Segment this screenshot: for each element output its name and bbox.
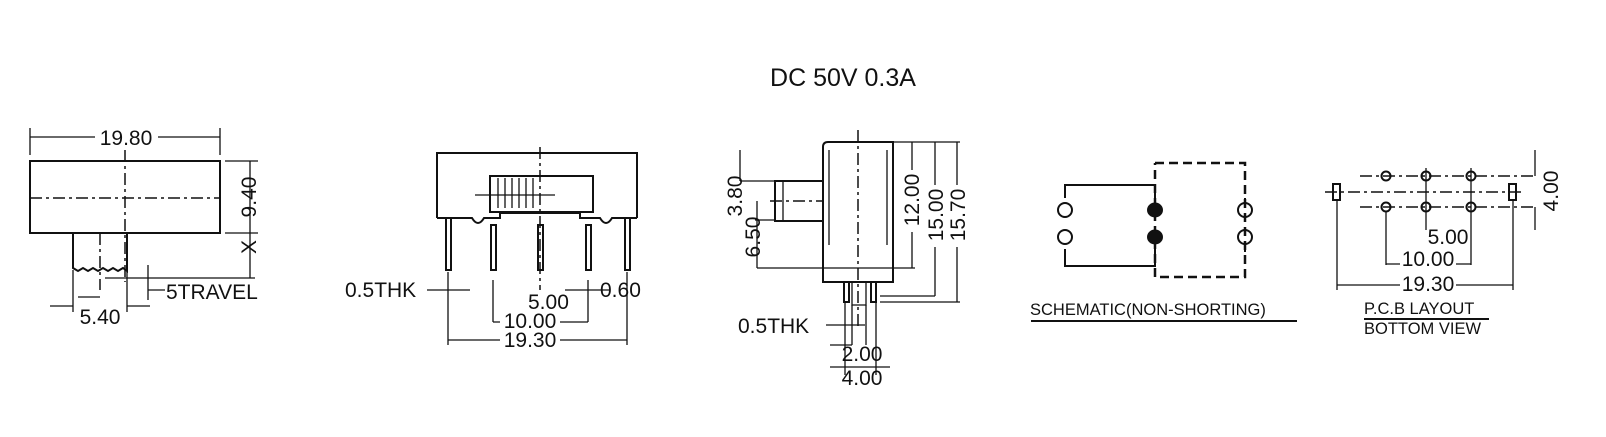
dim-total-height: 15.70 xyxy=(947,189,970,242)
pcb-pitch: 5.00 xyxy=(1428,226,1469,249)
pins xyxy=(445,217,631,271)
dim-pin-height: 15.00 xyxy=(925,189,948,242)
dim-actuator-width: 5.40 xyxy=(80,306,121,329)
dim-pin-width: 0.60 xyxy=(600,279,641,302)
pcb-caption-1: P.C.B LAYOUT xyxy=(1364,300,1474,318)
schematic-caption: SCHEMATIC(NON-SHORTING) xyxy=(1030,301,1266,319)
side-view: 19.80 9.40 X 5TRAVEL 5.40 xyxy=(29,127,261,329)
dim-body-height: 12.00 xyxy=(901,174,924,227)
common-contact xyxy=(1147,229,1163,245)
dim-actuator-offset: 6.50 xyxy=(742,217,765,258)
dim-width: 19.80 xyxy=(100,127,153,150)
front-view: 0.5THK 5.00 0.60 10.00 19.30 xyxy=(345,147,641,352)
dim-span-outer: 19.30 xyxy=(504,329,557,352)
pcb-caption-2: BOTTOM VIEW xyxy=(1364,320,1481,338)
dim-travel: 5TRAVEL xyxy=(166,281,258,304)
slider xyxy=(489,175,594,213)
dim-pitch: 5.00 xyxy=(528,291,569,314)
pcb-layout: 5.00 10.00 19.30 4.00 P.C.B LAYOUT BOTTO… xyxy=(1325,150,1563,338)
dim-x: X xyxy=(238,240,261,254)
end-view: 3.80 6.50 12.00 15.00 15.70 0.5THK 2.00 … xyxy=(724,130,970,390)
pcb-span-outer: 19.30 xyxy=(1402,273,1455,296)
pcb-span-inner: 10.00 xyxy=(1402,248,1455,271)
dim-end-thickness: 0.5THK xyxy=(738,315,809,338)
dim-pin-span: 4.00 xyxy=(842,367,883,390)
common-contact xyxy=(1147,202,1163,218)
dim-pin-gap: 2.00 xyxy=(842,343,883,366)
actuator xyxy=(72,233,128,273)
switch-body-front xyxy=(436,152,638,218)
dim-height: 9.40 xyxy=(238,177,261,218)
dim-span-inner: 10.00 xyxy=(504,310,557,333)
contacts xyxy=(1057,202,1253,245)
schematic: SCHEMATIC(NON-SHORTING) xyxy=(1030,161,1297,322)
rating-title: DC 50V 0.3A xyxy=(770,64,916,92)
switch-body-end xyxy=(822,141,894,283)
pcb-row-spacing: 4.00 xyxy=(1540,171,1563,212)
dim-actuator-height: 3.80 xyxy=(724,176,747,217)
switch-outline-dashed xyxy=(1153,161,1247,279)
dim-thickness: 0.5THK xyxy=(345,279,416,302)
